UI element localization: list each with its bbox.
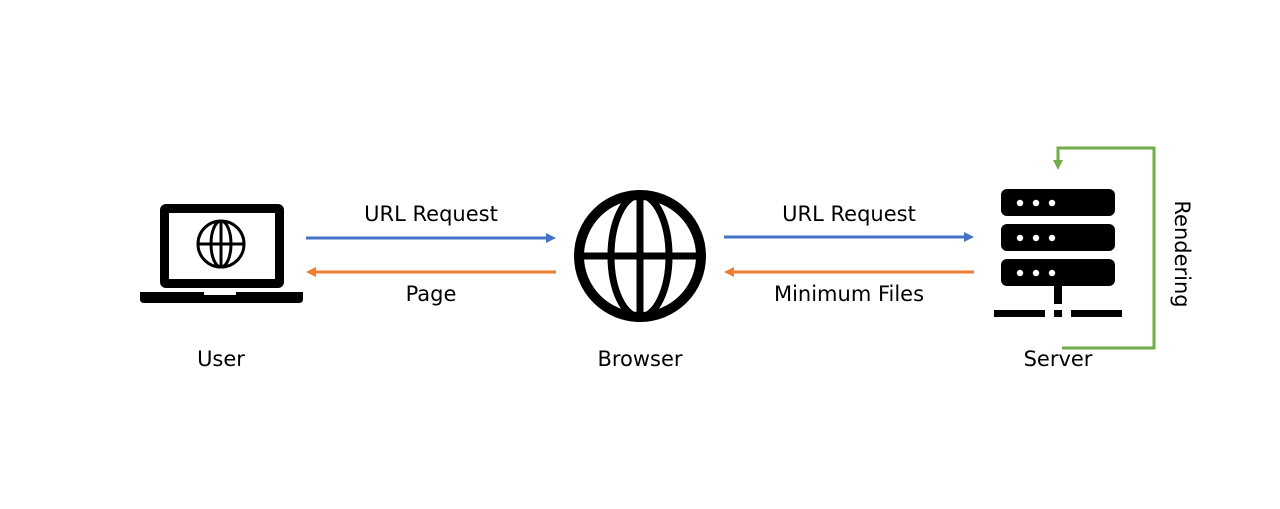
edge-label-server-to-browser: Minimum Files: [774, 282, 924, 306]
node-label-browser: Browser: [597, 347, 682, 371]
laptop-globe-icon: [140, 204, 303, 303]
edge-label-rendering: Rendering: [1170, 200, 1194, 307]
node-label-user: User: [197, 347, 245, 371]
edge-label-browser-to-user: Page: [406, 282, 457, 306]
arrow-browser-to-user: [306, 267, 556, 277]
arrow-user-to-browser: [306, 233, 556, 243]
globe-icon: [574, 190, 706, 322]
server-rack-icon: [994, 189, 1122, 317]
edge-label-user-to-browser: URL Request: [364, 202, 498, 226]
arrow-rendering-loop: [1053, 146, 1156, 350]
arrow-browser-to-server: [724, 232, 974, 242]
edge-label-browser-to-server: URL Request: [782, 202, 916, 226]
arrow-server-to-browser: [724, 267, 974, 277]
node-label-server: Server: [1024, 347, 1093, 371]
